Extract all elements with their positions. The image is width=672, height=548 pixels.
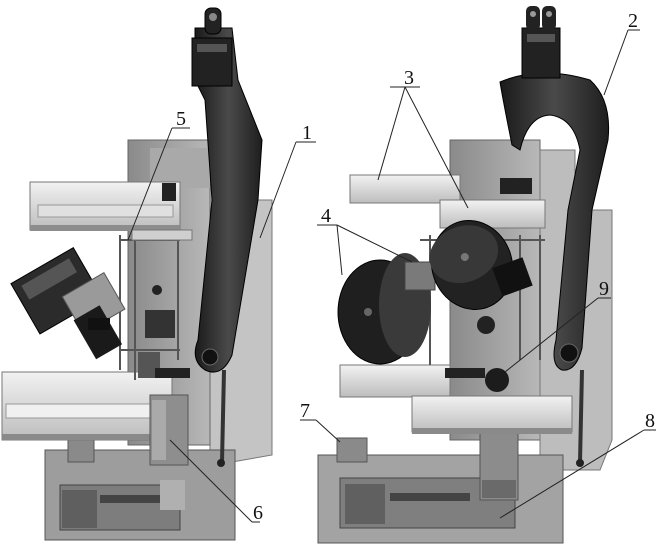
callouts: 1 2 3 4 5 6 7 8 9: [176, 10, 655, 524]
roller-disc-right-4: [429, 220, 533, 310]
right-view: [317, 6, 613, 544]
cylinder-left: [67, 439, 95, 463]
black-arm-right: [499, 72, 610, 371]
upper-disc-left: [29, 181, 181, 231]
callout-4: 4: [321, 205, 331, 227]
black-arm-left: [194, 27, 263, 373]
callout-2: 2: [628, 10, 638, 32]
lower-disc-left: [1, 371, 173, 441]
callout-3: 3: [404, 67, 414, 89]
callout-9: 9: [599, 278, 609, 300]
callout-1: 1: [302, 122, 312, 144]
lower-disc-right: [339, 364, 573, 434]
cylinder-7: [336, 437, 368, 463]
callout-8: 8: [645, 410, 655, 432]
upper-disc-right: [349, 174, 546, 229]
roller-disc-left-4: [337, 253, 436, 365]
leader-lines: [127, 29, 656, 523]
callout-7: 7: [300, 400, 310, 422]
component-8: [482, 480, 516, 498]
callout-6: 6: [253, 502, 263, 524]
left-view: [1, 7, 273, 541]
callout-5: 5: [176, 108, 186, 130]
